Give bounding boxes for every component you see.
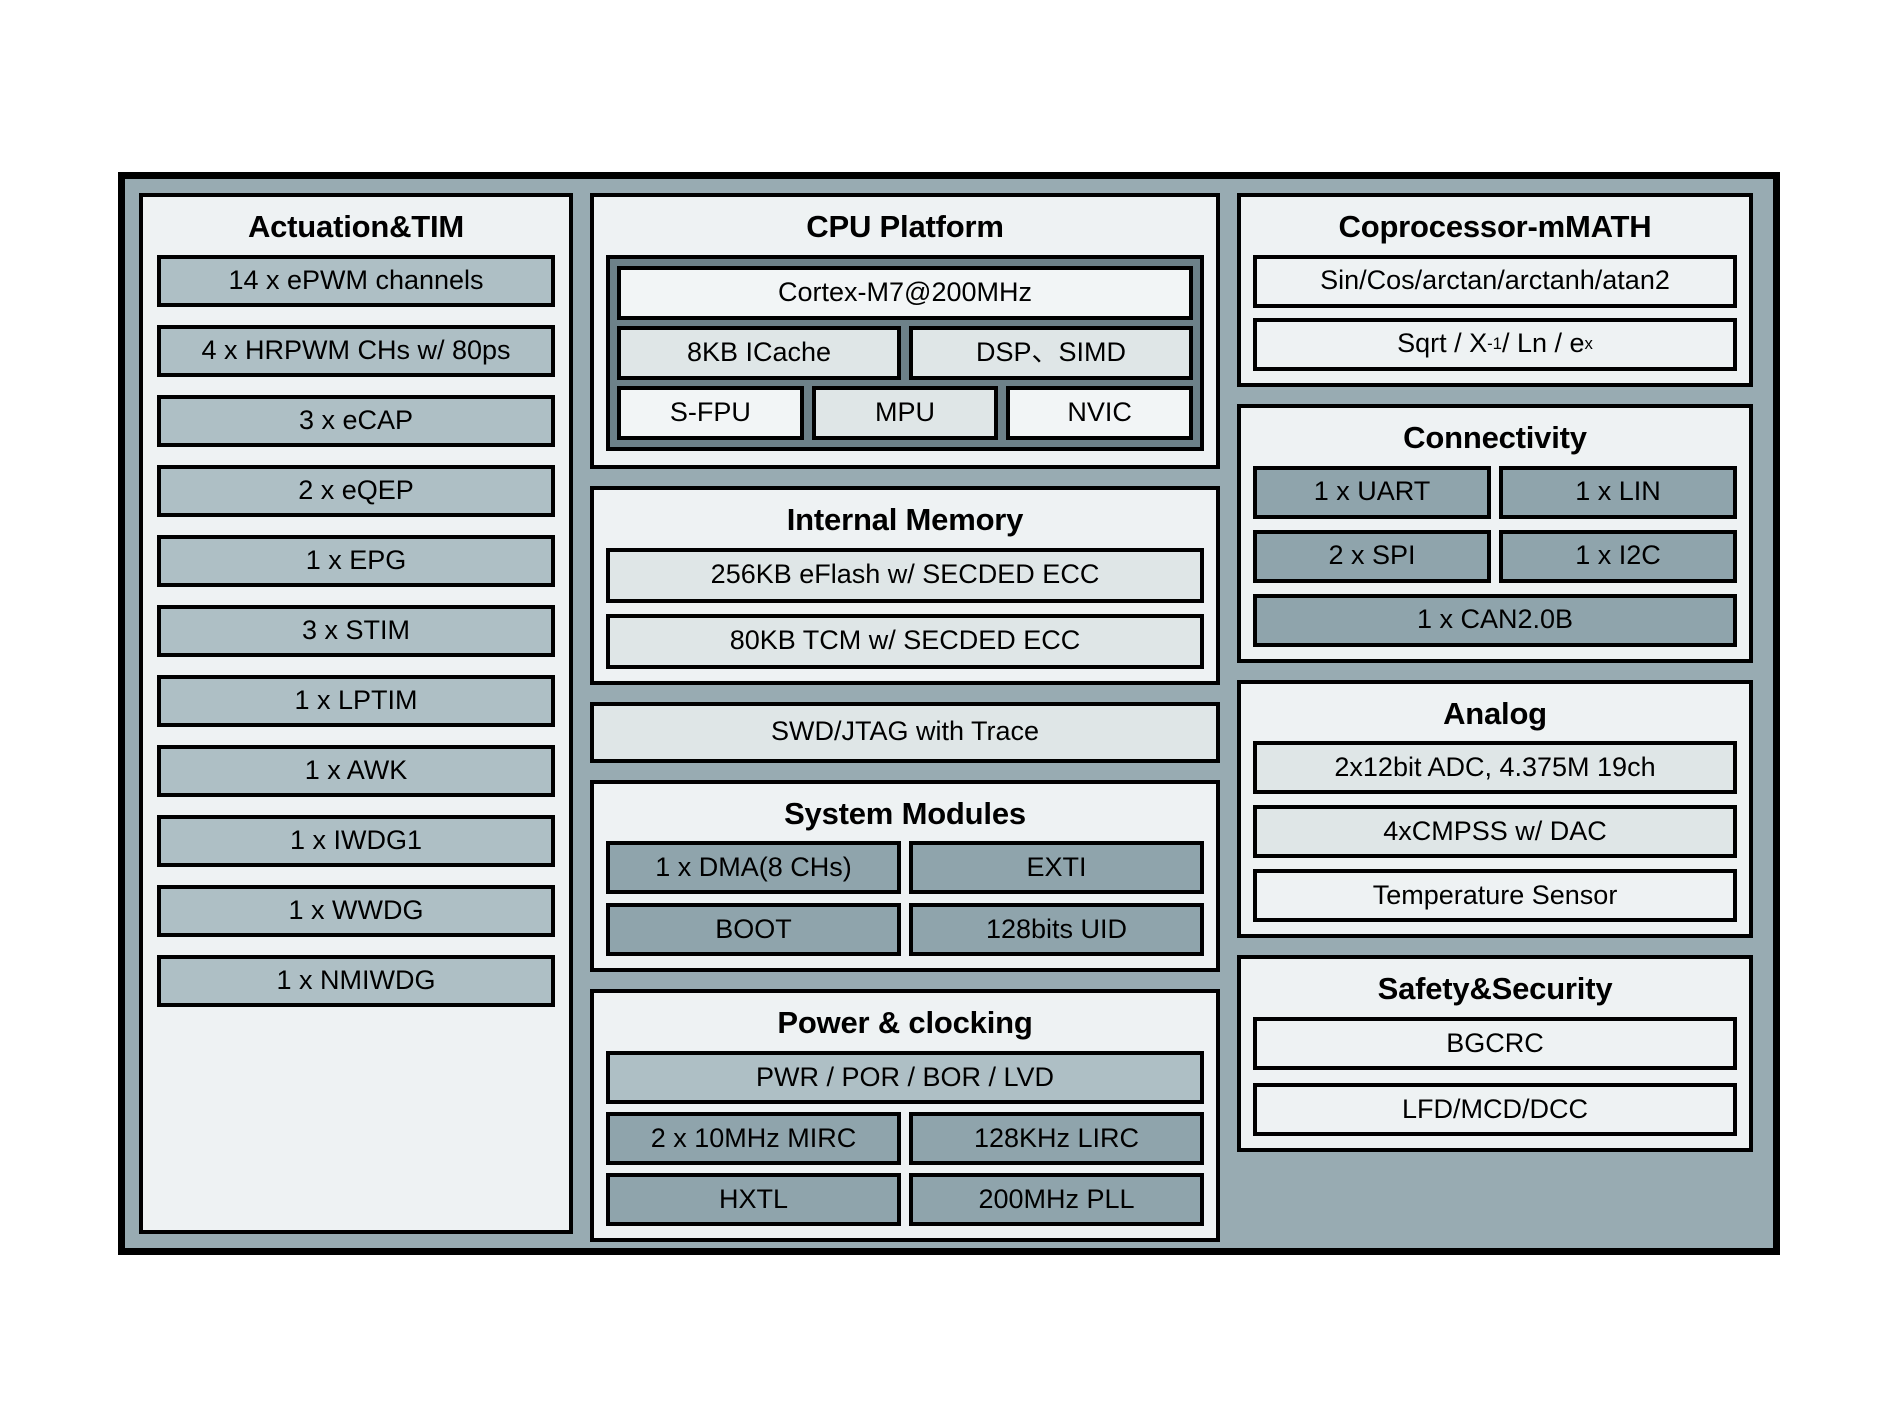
item-mirc[interactable]: 2 x 10MHz MIRC: [606, 1112, 901, 1166]
item-pwr-por-bor-lvd[interactable]: PWR / POR / BOR / LVD: [606, 1051, 1204, 1105]
group-coprocessor-mmath: Coprocessor-mMATH Sin/Cos/arctan/arctanh…: [1237, 193, 1753, 387]
item-cmpss-dac[interactable]: 4xCMPSS w/ DAC: [1253, 805, 1737, 859]
item-icache[interactable]: 8KB ICache: [617, 325, 901, 380]
item-uid[interactable]: 128bits UID: [909, 903, 1204, 957]
group-safety-security: Safety&Security BGCRC LFD/MCD/DCC: [1237, 955, 1753, 1153]
item-nvic[interactable]: NVIC: [1006, 385, 1194, 440]
item-lirc[interactable]: 128KHz LIRC: [909, 1112, 1204, 1166]
group-analog: Analog 2x12bit ADC, 4.375M 19ch 4xCMPSS …: [1237, 679, 1753, 939]
item-nmiwdg[interactable]: 1 x NMIWDG: [157, 954, 555, 1007]
group-title-power-clocking: Power & clocking: [777, 1005, 1033, 1041]
item-dma[interactable]: 1 x DMA(8 CHs): [606, 841, 901, 895]
system-modules-stack: 1 x DMA(8 CHs) EXTI BOOT 128bits UID: [606, 841, 1204, 957]
group-title-coprocessor: Coprocessor-mMATH: [1338, 209, 1652, 244]
item-epwm-channels[interactable]: 14 x ePWM channels: [157, 254, 555, 307]
item-tcm[interactable]: 80KB TCM w/ SECDED ECC: [606, 613, 1204, 669]
item-boot[interactable]: BOOT: [606, 903, 901, 957]
group-debug: SWD/JTAG with Trace: [590, 701, 1220, 763]
right-column: Coprocessor-mMATH Sin/Cos/arctan/arctanh…: [1237, 193, 1753, 1234]
group-title-connectivity: Connectivity: [1403, 419, 1587, 455]
cpu-row-cache-dsp: 8KB ICache DSP、SIMD: [617, 325, 1193, 380]
item-s-fpu[interactable]: S-FPU: [617, 385, 804, 440]
system-modules-row-1: 1 x DMA(8 CHs) EXTI: [606, 841, 1204, 895]
group-title-internal-memory: Internal Memory: [786, 501, 1024, 537]
group-power-clocking: Power & clocking PWR / POR / BOR / LVD 2…: [590, 989, 1220, 1243]
item-dsp-simd[interactable]: DSP、SIMD: [909, 325, 1193, 380]
group-title-analog: Analog: [1443, 695, 1547, 731]
item-eflash[interactable]: 256KB eFlash w/ SECDED ECC: [606, 547, 1204, 603]
item-temperature-sensor[interactable]: Temperature Sensor: [1253, 869, 1737, 923]
power-row-2: HXTL 200MHz PLL: [606, 1173, 1204, 1227]
item-ecap[interactable]: 3 x eCAP: [157, 394, 555, 447]
chip-block-diagram: Actuation&TIM 14 x ePWM channels 4 x HRP…: [118, 172, 1780, 1255]
group-system-modules: System Modules 1 x DMA(8 CHs) EXTI BOOT …: [590, 779, 1220, 973]
group-cpu-platform: CPU Platform Cortex-M7@200MHz 8KB ICache…: [590, 193, 1220, 469]
safety-security-stack: BGCRC LFD/MCD/DCC: [1253, 1017, 1737, 1137]
item-cortex-m7[interactable]: Cortex-M7@200MHz: [617, 265, 1193, 320]
item-uart[interactable]: 1 x UART: [1253, 465, 1491, 519]
group-connectivity: Connectivity 1 x UART 1 x LIN 2 x SPI 1 …: [1237, 403, 1753, 663]
item-epg[interactable]: 1 x EPG: [157, 534, 555, 587]
system-modules-row-2: BOOT 128bits UID: [606, 903, 1204, 957]
left-column: Actuation&TIM 14 x ePWM channels 4 x HRP…: [139, 193, 573, 1234]
item-pll[interactable]: 200MHz PLL: [909, 1173, 1204, 1227]
group-title-actuation: Actuation&TIM: [247, 209, 465, 244]
group-title-system-modules: System Modules: [784, 795, 1026, 831]
item-hrpwm-channels[interactable]: 4 x HRPWM CHs w/ 80ps: [157, 324, 555, 377]
item-awk[interactable]: 1 x AWK: [157, 744, 555, 797]
group-title-safety-security: Safety&Security: [1377, 971, 1613, 1007]
item-swd-jtag-trace[interactable]: SWD/JTAG with Trace: [594, 705, 1216, 759]
item-mpu[interactable]: MPU: [811, 385, 999, 440]
item-trig-functions[interactable]: Sin/Cos/arctan/arctanh/atan2: [1253, 254, 1737, 308]
item-hxtl[interactable]: HXTL: [606, 1173, 901, 1227]
connectivity-row-1: 1 x UART 1 x LIN: [1253, 465, 1737, 519]
item-spi[interactable]: 2 x SPI: [1253, 529, 1491, 583]
group-internal-memory: Internal Memory 256KB eFlash w/ SECDED E…: [590, 485, 1220, 685]
item-stim[interactable]: 3 x STIM: [157, 604, 555, 657]
middle-column: CPU Platform Cortex-M7@200MHz 8KB ICache…: [590, 193, 1220, 1243]
item-iwdg1[interactable]: 1 x IWDG1: [157, 814, 555, 867]
item-lfd-mcd-dcc[interactable]: LFD/MCD/DCC: [1253, 1083, 1737, 1137]
analog-stack: 2x12bit ADC, 4.375M 19ch 4xCMPSS w/ DAC …: [1253, 741, 1737, 923]
item-lin[interactable]: 1 x LIN: [1499, 465, 1737, 519]
item-bgcrc[interactable]: BGCRC: [1253, 1017, 1737, 1071]
item-can[interactable]: 1 x CAN2.0B: [1253, 593, 1737, 647]
connectivity-row-2: 2 x SPI 1 x I2C: [1253, 529, 1737, 583]
connectivity-stack: 1 x UART 1 x LIN 2 x SPI 1 x I2C 1 x CAN…: [1253, 465, 1737, 647]
item-i2c[interactable]: 1 x I2C: [1499, 529, 1737, 583]
power-clocking-stack: PWR / POR / BOR / LVD 2 x 10MHz MIRC 128…: [606, 1051, 1204, 1227]
power-row-1: 2 x 10MHz MIRC 128KHz LIRC: [606, 1112, 1204, 1166]
cpu-core-container: Cortex-M7@200MHz 8KB ICache DSP、SIMD S-F…: [606, 254, 1204, 451]
item-adc[interactable]: 2x12bit ADC, 4.375M 19ch: [1253, 741, 1737, 795]
cpu-row-fpu-mpu-nvic: S-FPU MPU NVIC: [617, 385, 1194, 440]
group-title-cpu-platform: CPU Platform: [806, 209, 1004, 244]
item-exti[interactable]: EXTI: [909, 841, 1204, 895]
group-actuation-tim: Actuation&TIM 14 x ePWM channels 4 x HRP…: [139, 193, 573, 1234]
item-wwdg[interactable]: 1 x WWDG: [157, 884, 555, 937]
item-eqep[interactable]: 2 x eQEP: [157, 464, 555, 517]
item-lptim[interactable]: 1 x LPTIM: [157, 674, 555, 727]
